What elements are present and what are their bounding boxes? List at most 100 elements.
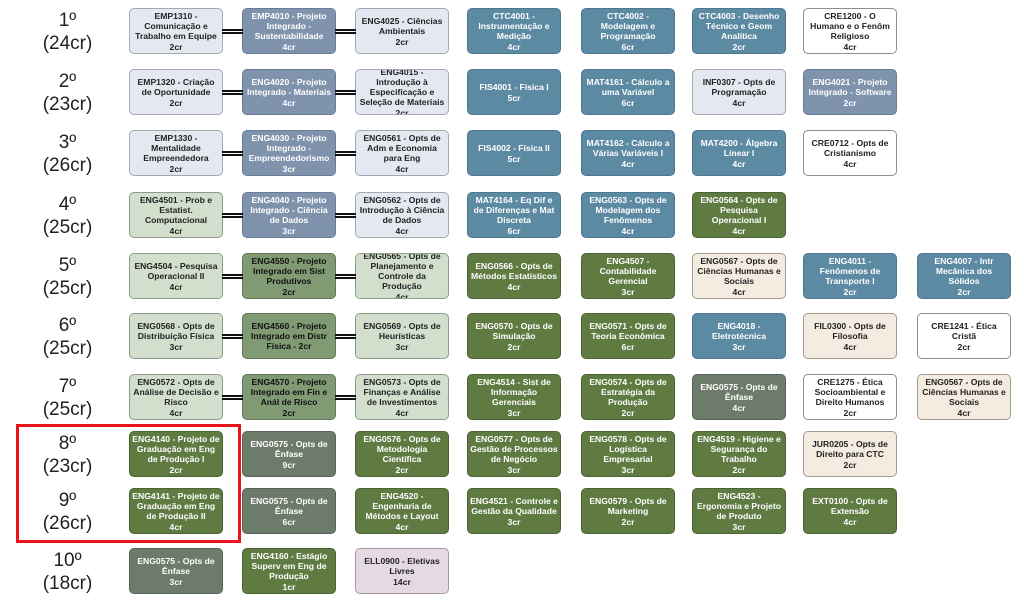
course-box[interactable]: ENG0563 - Opts de Modelagem dos Fenômeno… [581,192,675,238]
course-box[interactable]: ENG4523 - Ergonomia e Projeto de Produto… [692,488,786,534]
course-box[interactable]: ENG0573 - Opts de Finanças e Análise de … [355,374,449,420]
course-box[interactable]: EMP4010 - Projeto Integrado - Sustentabi… [242,8,336,54]
course-title: ENG4021 - Projeto Integrado - Software [808,76,892,97]
course-box[interactable]: ENG0572 - Opts de Análise de Decisão e R… [129,374,223,420]
prerequisite-connector [222,274,243,279]
course-box[interactable]: ENG0564 - Opts de Pesquisa Operacional I… [692,192,786,238]
course-credits: 4cr [395,407,409,418]
course-box[interactable]: ENG4560 - Projeto Integrado em Distr Fís… [242,313,336,359]
course-box[interactable]: ENG4570 - Projeto Integrado em Fin e Aná… [242,374,336,420]
course-box[interactable]: ENG4520 - Engenharia de Métodos e Layout… [355,488,449,534]
course-box[interactable]: EMP1310 - Comunicação e Trabalho em Equi… [129,8,223,54]
course-box[interactable]: ENG0567 - Opts de Ciências Humanas e Soc… [917,374,1011,420]
course-box[interactable]: ENG4140 - Projeto de Graduação em Eng de… [129,431,223,477]
course-box[interactable]: ENG4040 - Projeto Integrado - Ciência de… [242,192,336,238]
course-credits: 4cr [507,41,521,52]
course-box[interactable]: CRE1275 - Ética Socioambiental e Direito… [803,374,897,420]
course-title: ENG4025 - Ciências Ambientais [361,15,443,36]
prerequisite-connector [222,151,243,156]
prerequisite-connector [222,29,243,34]
course-credits: 4cr [732,97,746,108]
course-credits: 4cr [843,516,857,527]
course-box[interactable]: ENG4521 - Controle e Gestão da Qualidade… [467,488,561,534]
course-box[interactable]: ENG0577 - Opts de Gestão de Processos de… [467,431,561,477]
course-box[interactable]: ENG4501 - Prob e Estatist. Computacional… [129,192,223,238]
course-box[interactable]: CTC4003 - Desenho Técnico e Geom Analíti… [692,8,786,54]
course-title: ENG0562 - Opts de Introdução à Ciência d… [359,194,445,225]
course-credits: 4cr [843,158,857,169]
course-box[interactable]: ENG0561 - Opts de Adm e Economia para En… [355,130,449,176]
course-box[interactable]: ENG4141 - Projeto de Graduação em Eng de… [129,488,223,534]
course-credits: 2cr [169,41,183,52]
semester-credits: (23cr) [42,94,93,115]
course-box[interactable]: ENG4160 - Estágio Superv em Eng de Produ… [242,548,336,594]
course-title: ENG4011 - Fenômenos de Transporte I [819,255,881,286]
course-box[interactable]: ENG0567 - Opts de Ciências Humanas e Soc… [692,253,786,299]
course-credits: 3cr [282,225,296,236]
course-title: MAT4164 - Eq Dif e de Diferenças e Mat D… [473,194,555,225]
course-box[interactable]: ENG4519 - Higiene e Segurança do Trabalh… [692,431,786,477]
course-credits: 14cr [393,576,411,587]
semester-credits: (25cr) [42,399,93,420]
course-box[interactable]: ENG0562 - Opts de Introdução à Ciência d… [355,192,449,238]
course-credits: 3cr [507,407,521,418]
semester-number: 4º [58,194,77,215]
course-credits: 2cr [395,107,409,115]
course-box[interactable]: ENG4030 - Projeto Integrado - Empreended… [242,130,336,176]
course-box[interactable]: ENG4015 - Introdução à Especificação e S… [355,69,449,115]
course-credits: 4cr [507,281,521,292]
prerequisite-connector [222,90,243,95]
course-credits: 4cr [957,407,971,418]
course-title: ENG4560 - Projeto Integrado em Distr Fís… [251,321,327,351]
course-box[interactable]: MAT4164 - Eq Dif e de Diferenças e Mat D… [467,192,561,238]
course-box[interactable]: ENG4550 - Projeto Integrado em Sist Prod… [242,253,336,299]
semester-number: 6º [58,315,77,336]
course-box[interactable]: ENG0565 - Opts de Planejamento e Control… [355,253,449,299]
semester-label: 7º(25cr) [20,375,115,421]
course-title: CRE1241 - Ética Cristã [931,320,997,341]
course-credits: 4cr [621,225,635,236]
course-title: ENG0563 - Opts de Modelagem dos Fenômeno… [589,194,667,225]
course-box[interactable]: ENG0576 - Opts de Metodologia Científica… [355,431,449,477]
course-box[interactable]: ENG0574 - Opts de Estratégia da Produção… [581,374,675,420]
course-title: ENG0575 - Opts de Ênfase [137,555,215,576]
course-credits: 9cr [282,459,296,470]
